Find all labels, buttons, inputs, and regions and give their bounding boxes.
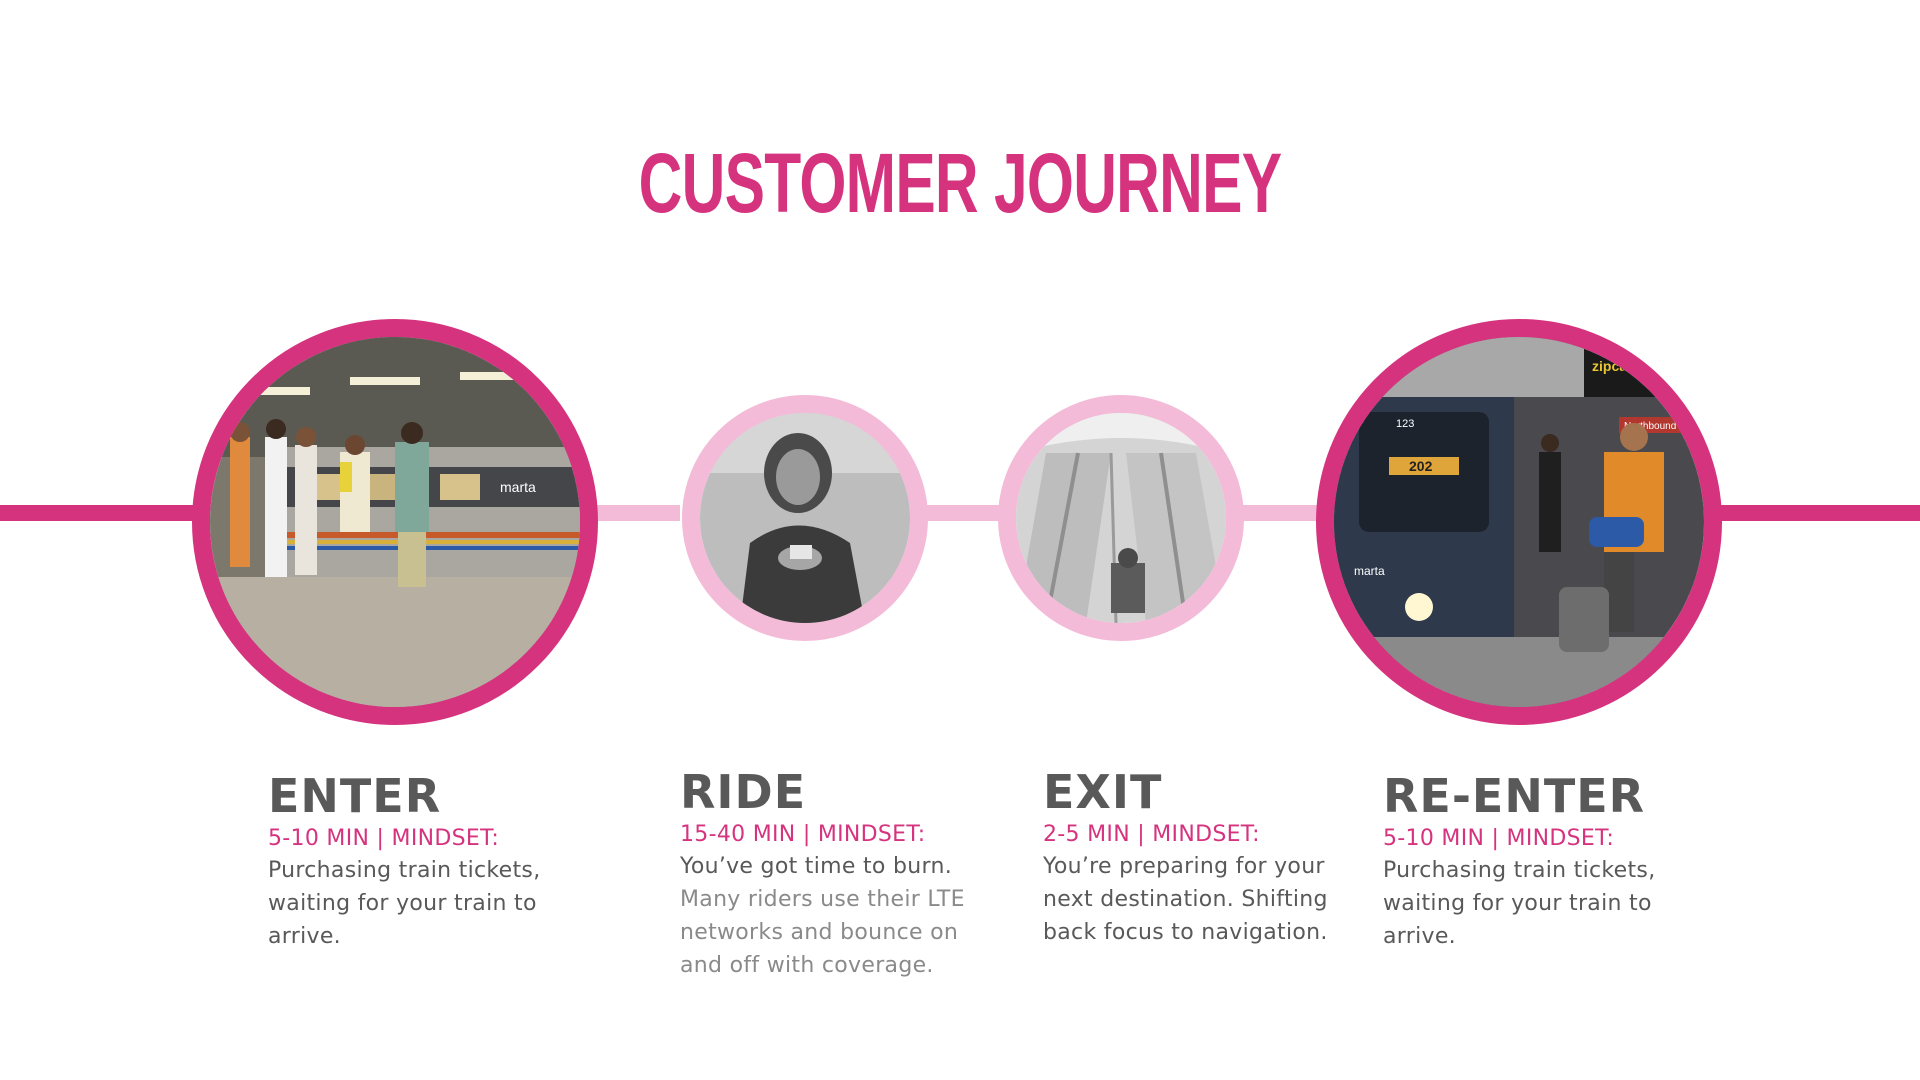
timeline-line-left: [0, 505, 200, 521]
timeline-line-right: [1715, 505, 1920, 521]
exit-escalator-photo: [1016, 413, 1226, 623]
stage-exit-name: EXIT: [1043, 765, 1163, 819]
enter-photo-circle: marta: [192, 319, 598, 725]
reenter-photo-circle: 202 123 marta zipcar Northbound: [1316, 319, 1722, 725]
ride-rider-photo: [700, 413, 910, 623]
stage-ride-desc-muted: Many riders use their LTE networks and b…: [680, 887, 965, 978]
stage-ride: RIDE 15-40 MIN | MINDSET: You’ve got tim…: [680, 766, 980, 982]
stage-reenter-desc: Purchasing train tickets, waiting for yo…: [1383, 858, 1656, 949]
enter-train-logo: marta: [500, 479, 536, 495]
stage-ride-desc: You’ve got time to burn. Many riders use…: [680, 850, 980, 982]
stage-exit-desc: You’re preparing for your next destinati…: [1043, 854, 1328, 945]
timeline-line-ride-exit: [918, 505, 1002, 521]
stage-reenter-meta: 5-10 MIN | MINDSET:: [1383, 826, 1615, 851]
stage-enter-desc: Purchasing train tickets, waiting for yo…: [268, 858, 541, 949]
exit-photo-circle: [998, 395, 1244, 641]
stage-enter-name: ENTER: [268, 769, 442, 823]
reenter-zipcar-sign: zipcar: [1592, 358, 1633, 374]
reenter-direction-sign: Northbound: [1624, 421, 1676, 432]
reenter-train-id: 123: [1396, 418, 1414, 430]
page-title: CUSTOMER JOURNEY: [638, 136, 1282, 231]
stage-exit-meta: 2-5 MIN | MINDSET:: [1043, 822, 1260, 847]
stage-enter-meta: 5-10 MIN | MINDSET:: [268, 826, 500, 851]
reenter-train-photo: 202 123 marta zipcar Northbound: [1334, 337, 1704, 707]
reenter-train-number: 202: [1409, 458, 1433, 474]
stage-reenter: RE-ENTER 5-10 MIN | MINDSET: Purchasing …: [1383, 770, 1683, 953]
stage-ride-desc-main: You’ve got time to burn.: [680, 854, 952, 879]
stage-enter: ENTER 5-10 MIN | MINDSET: Purchasing tra…: [268, 770, 568, 953]
timeline-line-enter-ride: [590, 505, 680, 521]
stage-ride-meta: 15-40 MIN | MINDSET:: [680, 822, 926, 847]
reenter-train-logo: marta: [1354, 564, 1385, 578]
stage-reenter-name: RE-ENTER: [1383, 769, 1646, 823]
timeline-line-exit-reenter: [1240, 505, 1324, 521]
ride-photo-circle: [682, 395, 928, 641]
enter-platform-photo: marta: [210, 337, 580, 707]
stage-ride-name: RIDE: [680, 765, 807, 819]
stage-exit: EXIT 2-5 MIN | MINDSET: You’re preparing…: [1043, 766, 1343, 949]
